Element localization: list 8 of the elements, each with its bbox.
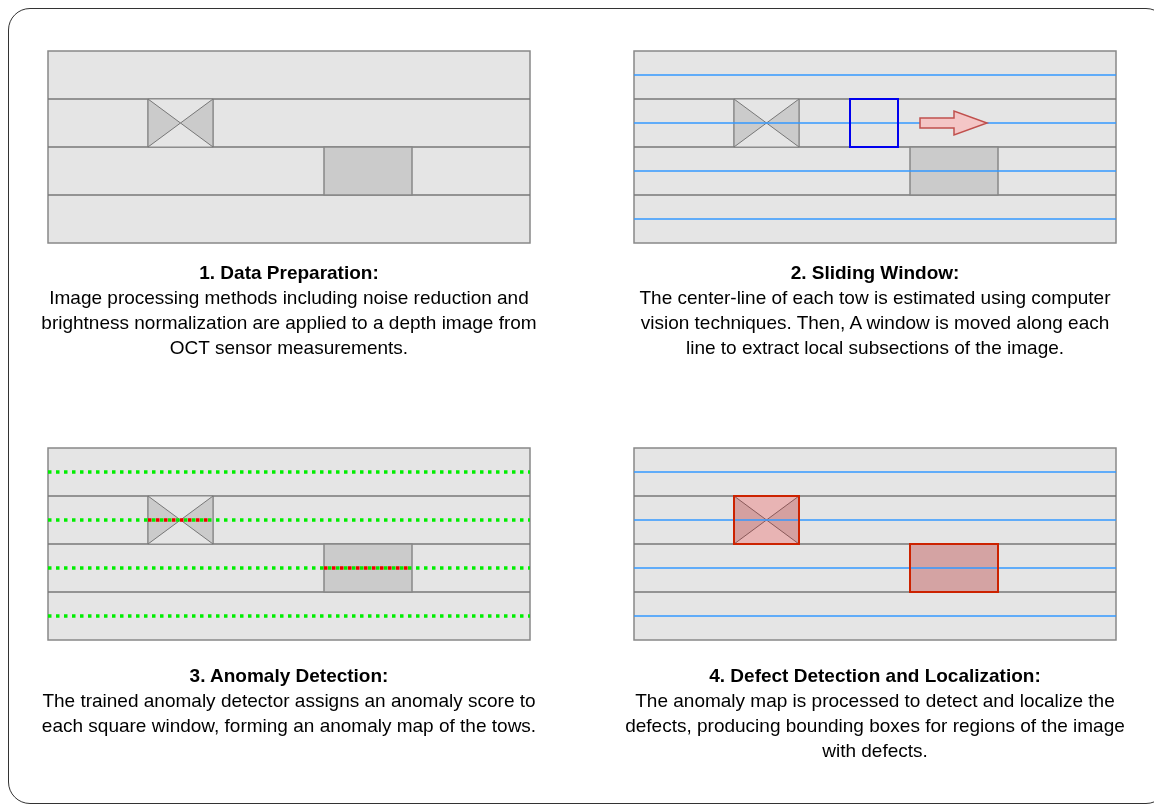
step-heading: 1. Data Preparation: <box>198 261 380 285</box>
step-heading: 2. Sliding Window: <box>789 261 961 285</box>
step-description: The anomaly map is processed to detect and localize the defects, producing bounding boxes for regions of the image with defects. <box>625 689 1125 763</box>
step-description: The trained anomaly detector assigns an anomaly score to each square window, forming an anomaly map of the tows. <box>40 689 538 738</box>
step-description: The center-line of each tow is estimated using computer vision techniques. Then, A window is moved along each line to extract local subsections of the image. <box>638 286 1112 360</box>
step-heading: 4. Defect Detection and Localization: <box>708 664 1042 688</box>
step-heading: 3. Anomaly Detection: <box>188 664 390 688</box>
step-description: Image processing methods including noise reduction and brightness normalization are applied to a depth image from OCT sensor measurements. <box>40 286 538 360</box>
